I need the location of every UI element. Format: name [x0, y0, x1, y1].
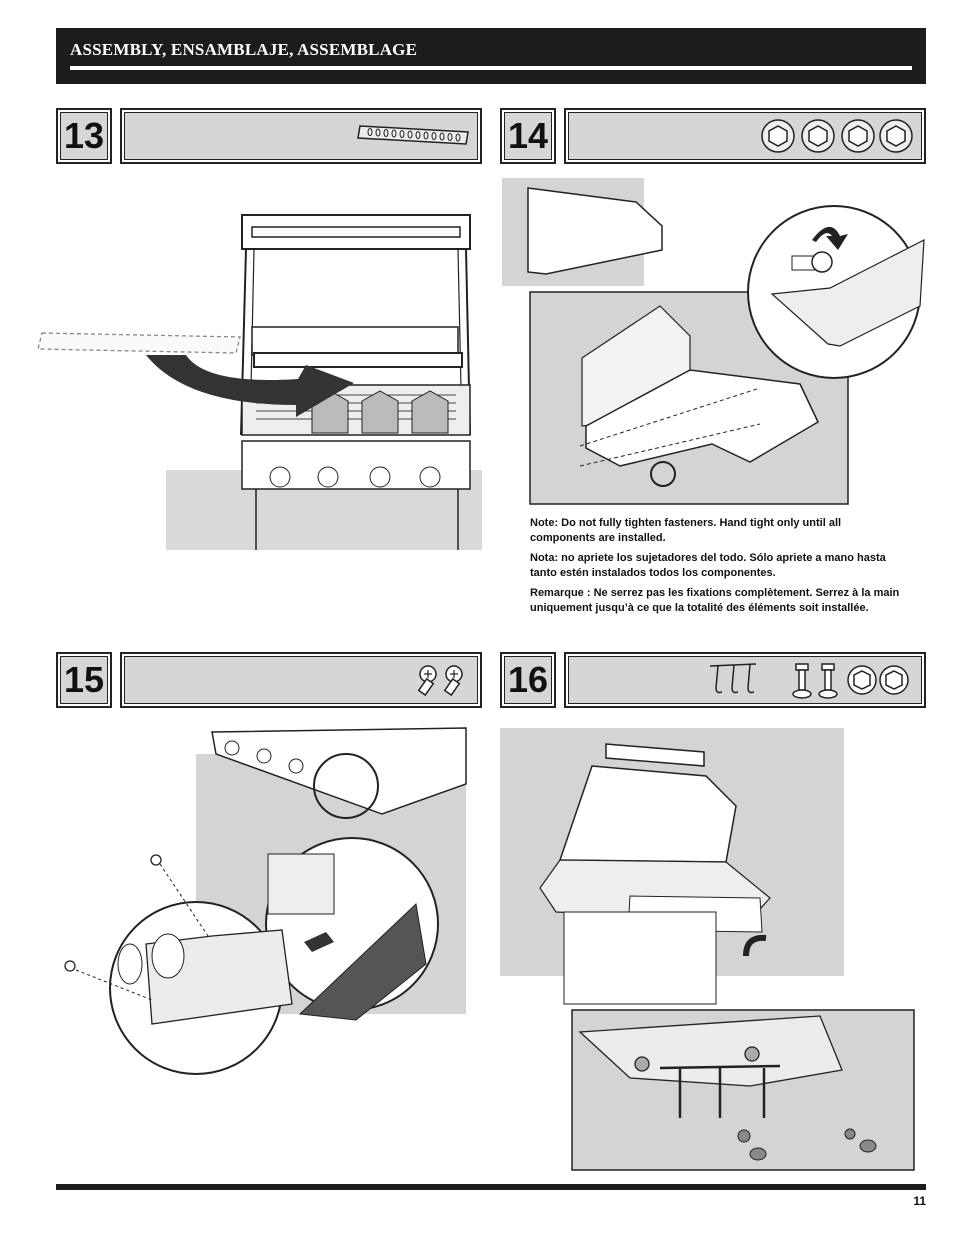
heat-deflector-part-icon [357, 125, 469, 145]
step-14-illustration [502, 178, 925, 505]
section-header: ASSEMBLY, ENSAMBLAJE, ASSEMBLAGE [56, 28, 926, 84]
step-13-parts-bar [120, 108, 482, 164]
step-13-illustration [37, 214, 482, 550]
step-16-parts-bar [564, 652, 926, 708]
hardware-part-icons [709, 663, 909, 699]
step-15-illustration [64, 727, 467, 1075]
step-16-illustration [500, 728, 915, 1171]
screw-icons [417, 665, 463, 697]
footer-rule [56, 1184, 926, 1190]
page-number: 11 [913, 1194, 926, 1208]
step-15-parts-bar [120, 652, 482, 708]
assembly-notes: Note: Do not fully tighten fasteners. Ha… [530, 516, 900, 621]
step-14-number: 14 [500, 108, 556, 164]
step-14-parts-bar [564, 108, 926, 164]
note-french: Remarque : Ne serrez pas les fixations c… [530, 587, 900, 614]
section-title: ASSEMBLY, ENSAMBLAJE, ASSEMBLAGE [70, 40, 418, 59]
step-15-number: 15 [56, 652, 112, 708]
step-13-number: 13 [56, 108, 112, 164]
flange-nut-icons [761, 119, 913, 153]
header-rule [70, 66, 912, 70]
step-16-number: 16 [500, 652, 556, 708]
note-english: Note: Do not fully tighten fasteners. Ha… [530, 517, 842, 544]
note-spanish: Nota: no apriete los sujetadores del tod… [530, 552, 886, 579]
